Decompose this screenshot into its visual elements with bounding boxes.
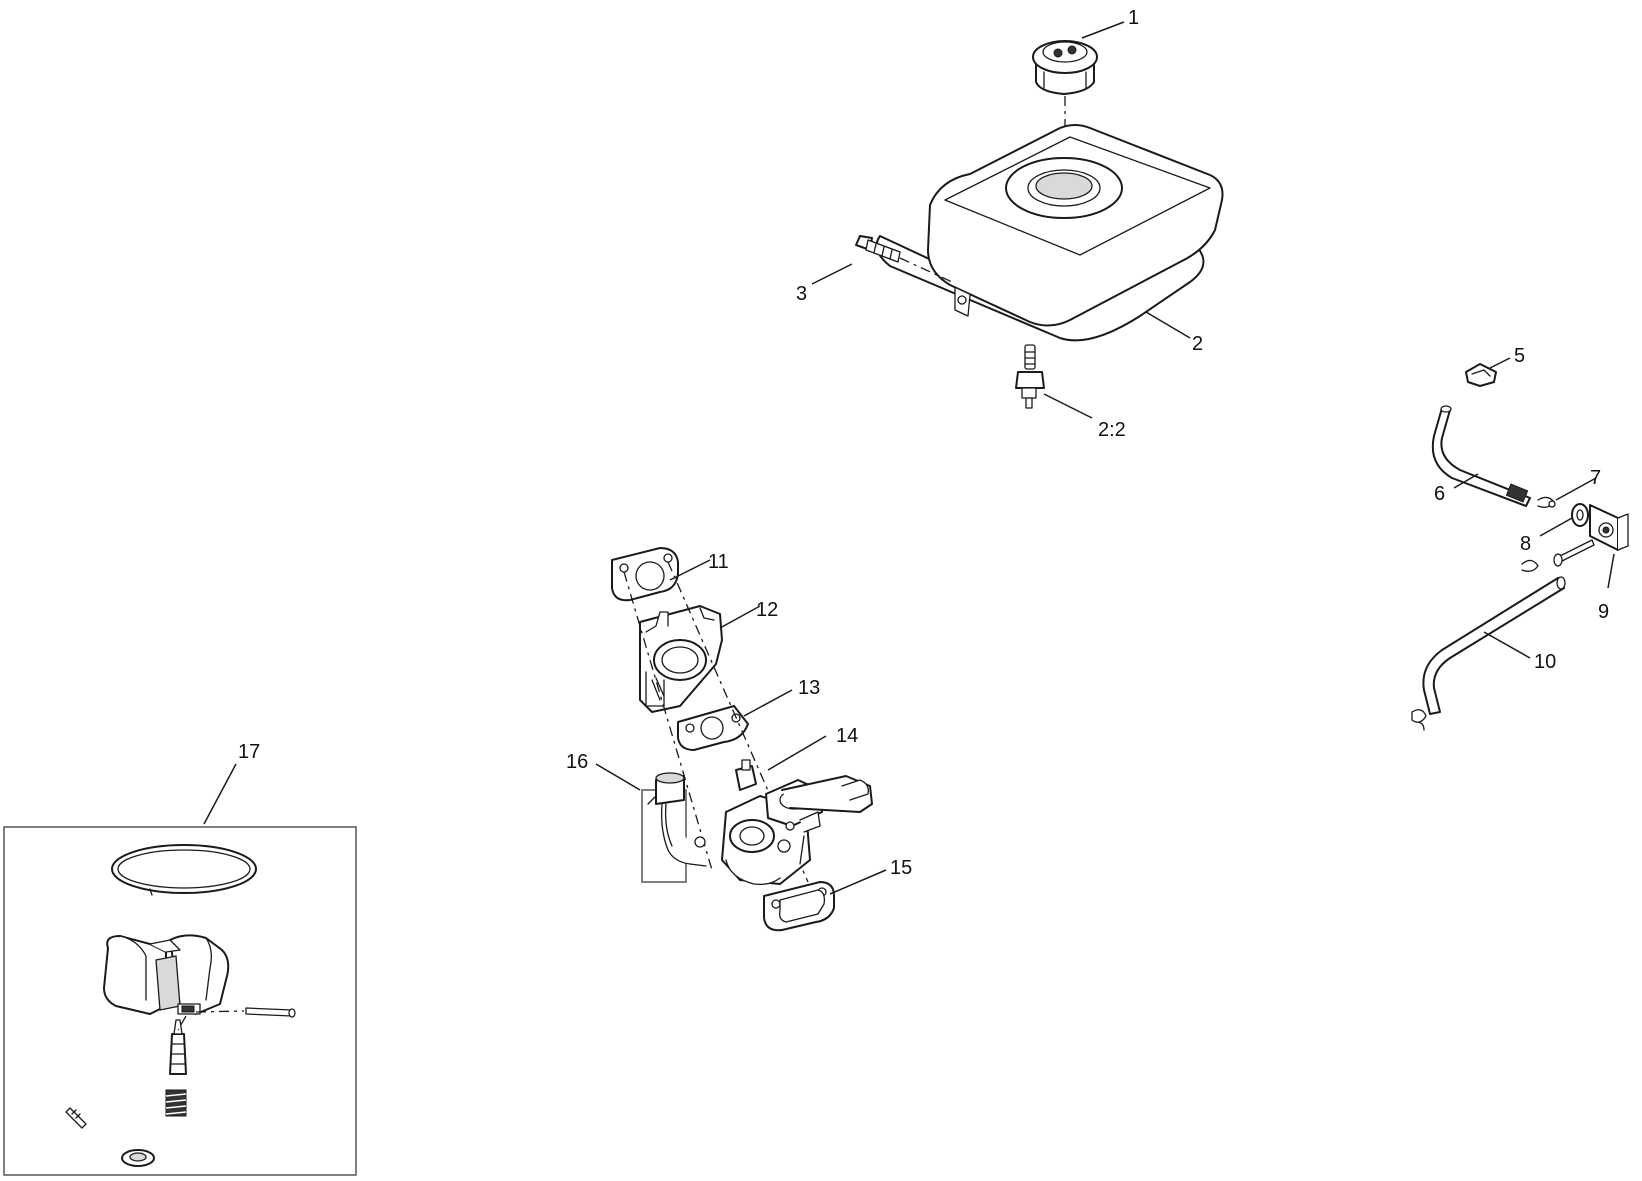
callout-2: 2 <box>1192 333 1203 355</box>
leader-9 <box>1607 553 1615 589</box>
float-bowl-o-ring <box>111 844 257 896</box>
fuel-cut-solenoid <box>647 772 707 867</box>
callout-14: 14 <box>836 725 858 747</box>
leader-5 <box>1489 357 1511 369</box>
needle-axis-line <box>177 1015 187 1031</box>
leader-10 <box>1483 631 1531 659</box>
callout-11: 11 <box>708 551 729 573</box>
fuel-shutoff-valve <box>1521 504 1629 572</box>
callout-6: 6 <box>1434 483 1445 505</box>
callout-labels: 1 2 2:2 3 5 6 7 8 9 10 11 12 13 14 15 16… <box>238 7 1609 879</box>
intake-gasket-lower <box>763 881 835 932</box>
drain-screw-pin <box>65 1107 87 1129</box>
callout-5: 5 <box>1514 345 1525 367</box>
leader-15 <box>829 869 887 895</box>
callout-3: 3 <box>796 283 807 305</box>
leader-lines <box>203 21 1615 895</box>
float-pin <box>245 1007 296 1018</box>
callout-16: 16 <box>566 751 588 773</box>
fuel-outlet-fitting <box>1015 344 1045 409</box>
leader-13 <box>743 689 793 717</box>
callout-13: 13 <box>798 677 820 699</box>
fuel-cap <box>1032 40 1098 95</box>
hose-clip <box>1537 496 1556 508</box>
float-kit-detail-frame <box>3 826 357 1176</box>
bowl-washer <box>121 1149 155 1167</box>
leader-3 <box>811 263 853 285</box>
leader-2 <box>1145 311 1191 339</box>
tank-mounting-bolt <box>855 235 901 263</box>
intake-align-line-1 <box>623 571 713 871</box>
leader-8 <box>1539 517 1573 537</box>
float-pin-axis-line <box>195 1010 245 1013</box>
carburetor-assembly <box>721 759 873 886</box>
leader-2-2 <box>1043 393 1093 419</box>
fuel-tank <box>875 124 1224 342</box>
callout-12: 12 <box>756 599 778 621</box>
carburetor-insulator <box>639 605 723 713</box>
callout-15: 15 <box>890 857 912 879</box>
callout-7: 7 <box>1590 467 1601 489</box>
bolt-axis-line <box>899 257 953 283</box>
leader-12 <box>719 605 761 629</box>
intake-gasket-upper <box>611 547 679 602</box>
leader-7 <box>1555 477 1597 501</box>
callout-8: 8 <box>1520 533 1531 555</box>
callout-9: 9 <box>1598 601 1609 623</box>
float-needle-valve <box>169 1019 187 1075</box>
callout-10: 10 <box>1534 651 1556 673</box>
callout-17: 17 <box>238 741 260 763</box>
callout-2-2: 2:2 <box>1098 419 1126 441</box>
leader-1 <box>1081 21 1125 39</box>
fuel-line-clamp-top <box>1465 363 1497 387</box>
leader-16 <box>595 763 641 791</box>
fuel-line-lower <box>1411 576 1566 731</box>
leader-6 <box>1453 473 1479 489</box>
leader-17 <box>203 763 237 825</box>
leader-14 <box>767 735 827 771</box>
leader-11 <box>669 559 711 581</box>
fuel-line-upper <box>1431 405 1531 507</box>
intake-gasket-middle <box>677 705 749 751</box>
valve-washer <box>1571 503 1589 527</box>
carburetor-float <box>103 934 230 1015</box>
callout-1: 1 <box>1128 7 1139 29</box>
needle-spring <box>165 1089 187 1117</box>
